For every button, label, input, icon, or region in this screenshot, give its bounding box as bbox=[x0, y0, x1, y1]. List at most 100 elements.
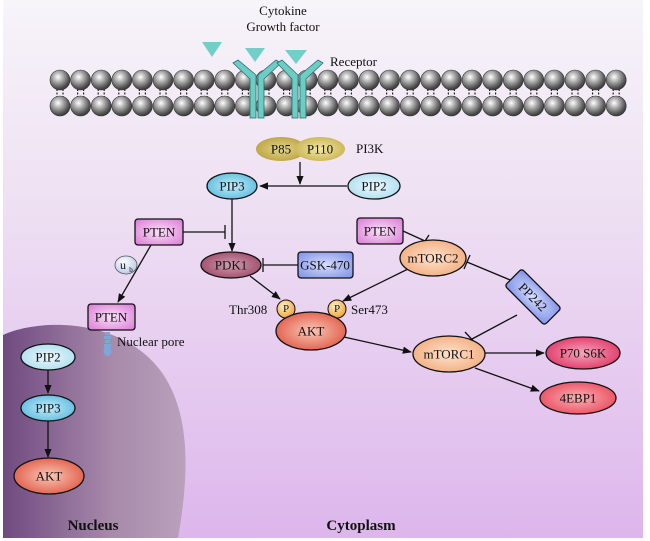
lipid-head bbox=[317, 69, 339, 91]
edge-mtorc2-to-ser473 bbox=[342, 268, 409, 302]
phospho-thr308-label: P bbox=[283, 303, 289, 315]
pip3-node[interactable] bbox=[206, 172, 258, 200]
lipid-head bbox=[152, 95, 174, 117]
ubiquitin-node[interactable] bbox=[114, 255, 138, 275]
lipid-head bbox=[193, 95, 215, 117]
lipid-head bbox=[173, 95, 194, 117]
pip3-label: PIP3 bbox=[219, 179, 244, 194]
pip2-node[interactable] bbox=[347, 172, 401, 200]
lipid-head bbox=[461, 95, 483, 117]
lipid-head bbox=[90, 69, 112, 91]
nuc-akt-node[interactable] bbox=[13, 457, 85, 495]
lipid-head bbox=[338, 95, 359, 117]
lipid-head bbox=[214, 95, 236, 117]
lipid-head bbox=[544, 95, 565, 117]
ubiquitin-label: u bbox=[120, 258, 126, 272]
edge-pten-translocation bbox=[117, 244, 152, 303]
lipid-head bbox=[585, 95, 606, 117]
lipid-head bbox=[482, 95, 503, 117]
lipid-head bbox=[399, 95, 421, 117]
lipid-head bbox=[502, 95, 524, 117]
cytoplasm-label: Cytoplasm bbox=[326, 518, 396, 534]
phospho-ser473-label: P bbox=[334, 303, 340, 315]
pten-node[interactable] bbox=[134, 218, 184, 246]
nuc-pip2-label: PIP2 bbox=[35, 350, 60, 365]
ligand-label-line2: Growth factor bbox=[246, 19, 320, 34]
pdk1-node[interactable] bbox=[200, 251, 262, 279]
ser473-label: Ser473 bbox=[351, 302, 388, 317]
ligand-triangle bbox=[202, 42, 222, 57]
lipid-head bbox=[317, 95, 339, 117]
p70s6k-node[interactable] bbox=[545, 336, 621, 370]
lipid-head bbox=[420, 95, 442, 117]
4ebp1-label: 4EBP1 bbox=[560, 391, 597, 406]
nuc-pip3-label: PIP3 bbox=[35, 401, 60, 416]
gsk470-node[interactable] bbox=[297, 251, 354, 279]
lipid-head bbox=[132, 95, 153, 117]
pdk1-label: PDK1 bbox=[215, 258, 248, 273]
nuc-akt-label: AKT bbox=[36, 469, 63, 484]
edge-akt-to-mtorc1 bbox=[343, 336, 412, 354]
lipid-head bbox=[585, 69, 606, 91]
lipid-head bbox=[193, 69, 215, 91]
lipid-head bbox=[605, 95, 627, 117]
p110-node[interactable] bbox=[295, 137, 345, 161]
lipid-head bbox=[338, 69, 359, 91]
lipid-head bbox=[152, 69, 174, 91]
lipid-head bbox=[502, 69, 524, 91]
lipid-head bbox=[358, 69, 380, 91]
ligand-triangle bbox=[245, 48, 265, 62]
lipid-head bbox=[379, 95, 400, 117]
4ebp1-node[interactable] bbox=[539, 381, 617, 415]
lipid-head bbox=[111, 95, 133, 117]
edge-mtorc1-to-4ebp1 bbox=[474, 367, 540, 392]
nuc-pip3-node[interactable] bbox=[20, 394, 76, 422]
lipid-head bbox=[461, 69, 483, 91]
nuclear-pore-icon bbox=[103, 332, 112, 356]
ligand-label-line1: Cytokine bbox=[259, 3, 307, 18]
lipid-head bbox=[358, 95, 380, 117]
receptor-label: Receptor bbox=[330, 54, 378, 69]
mtorc1-node[interactable] bbox=[412, 335, 486, 373]
p70s6k-label: P70 S6K bbox=[560, 346, 607, 361]
p85-node[interactable] bbox=[256, 137, 306, 161]
p110-label: P110 bbox=[307, 142, 333, 157]
pten-nuclear-label: PTEN bbox=[95, 310, 128, 325]
lipid-head bbox=[111, 69, 133, 91]
ligand-triangle bbox=[285, 50, 307, 64]
edge-pten-inhibits-mtorc2 bbox=[402, 230, 426, 242]
lipid-head bbox=[173, 69, 194, 91]
nuc-pip2-node[interactable] bbox=[20, 343, 76, 371]
lipid-head bbox=[420, 69, 442, 91]
lipid-head bbox=[441, 69, 462, 91]
ubiquitin-subscript: b bbox=[129, 266, 133, 274]
lipid-head bbox=[214, 69, 236, 91]
mtorc2-node[interactable] bbox=[399, 239, 467, 277]
lipid-head bbox=[564, 69, 586, 91]
akt-node[interactable] bbox=[275, 311, 347, 351]
lipid-head bbox=[90, 95, 112, 117]
pi3k-label: PI3K bbox=[356, 141, 384, 156]
nuclear-pore-label: Nuclear pore bbox=[117, 334, 185, 349]
pten-label: PTEN bbox=[143, 225, 176, 240]
p85-label: P85 bbox=[271, 142, 291, 157]
pten-mtorc2-node[interactable] bbox=[356, 217, 404, 245]
lipid-head bbox=[70, 95, 91, 117]
pp242-node[interactable] bbox=[505, 269, 562, 326]
receptor-right bbox=[276, 59, 324, 119]
edge-pp242-inhibits-mtorc2 bbox=[466, 261, 516, 283]
lipid-head bbox=[49, 95, 71, 117]
edge-pp242-inhibits-mtorc1 bbox=[471, 314, 518, 340]
pten-mtorc2-label: PTEN bbox=[364, 224, 397, 239]
lipid-head bbox=[482, 69, 503, 91]
lipid-head bbox=[523, 69, 545, 91]
pten-nuclear-node[interactable] bbox=[87, 303, 136, 331]
lipid-head bbox=[49, 69, 71, 91]
ligand-group bbox=[202, 42, 307, 64]
lipid-head bbox=[544, 69, 565, 91]
lipid-head bbox=[399, 69, 421, 91]
lipid-head bbox=[70, 69, 91, 91]
thr308-label: Thr308 bbox=[229, 302, 267, 317]
nucleus-label: Nucleus bbox=[68, 518, 119, 534]
